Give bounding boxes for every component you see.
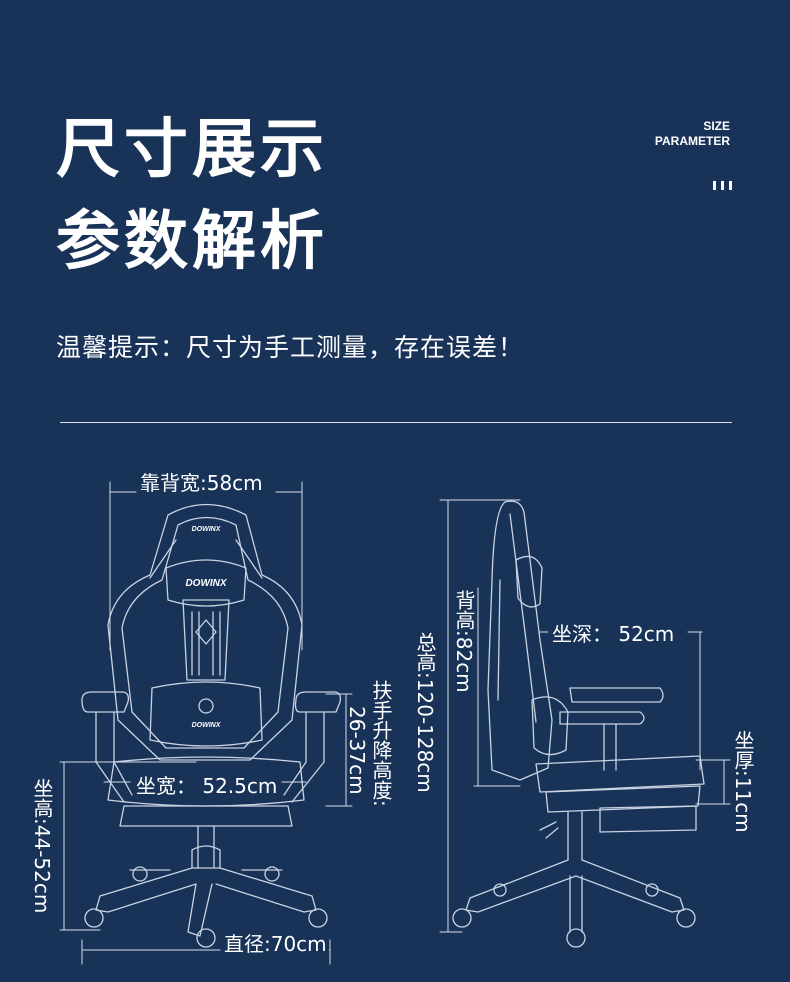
page-title-line-1: 尺寸展示: [56, 113, 328, 187]
total-height-label: 总高:120-128cm: [413, 632, 437, 793]
english-tag-size: SIZE: [703, 119, 730, 133]
back-height-label: 背高:82cm: [452, 590, 476, 693]
armrest-height-label: 扶手升降高度:: [369, 680, 393, 807]
brand-logo-top: DOWINX: [192, 526, 222, 533]
brand-logo-lumbar: DOWINX: [192, 722, 222, 729]
backrest-width-label: 靠背宽:58cm: [138, 467, 265, 496]
measurement-notice: 温馨提示：尺寸为手工测量，存在误差！: [56, 333, 525, 362]
seat-depth-label: 坐深： 52cm: [550, 618, 677, 647]
side-chair-drawing: [452, 500, 705, 948]
seat-thickness-label: 坐厚:11cm: [731, 730, 755, 833]
english-tag-parameter: PARAMETER: [654, 134, 730, 148]
seat-height-label: 坐高:44-52cm: [30, 778, 54, 914]
armrest-height-value: 26-37cm: [345, 706, 369, 795]
diameter-label: 直径:70cm: [222, 928, 329, 957]
seat-width-label: 坐宽： 52.5cm: [136, 774, 278, 798]
brand-logo-pillow: DOWINX: [185, 578, 227, 589]
divider: [60, 422, 732, 423]
page-title-line-2: 参数解析: [56, 205, 328, 279]
dimension-lines: [59, 481, 731, 965]
three-bars-icon: [713, 181, 732, 190]
